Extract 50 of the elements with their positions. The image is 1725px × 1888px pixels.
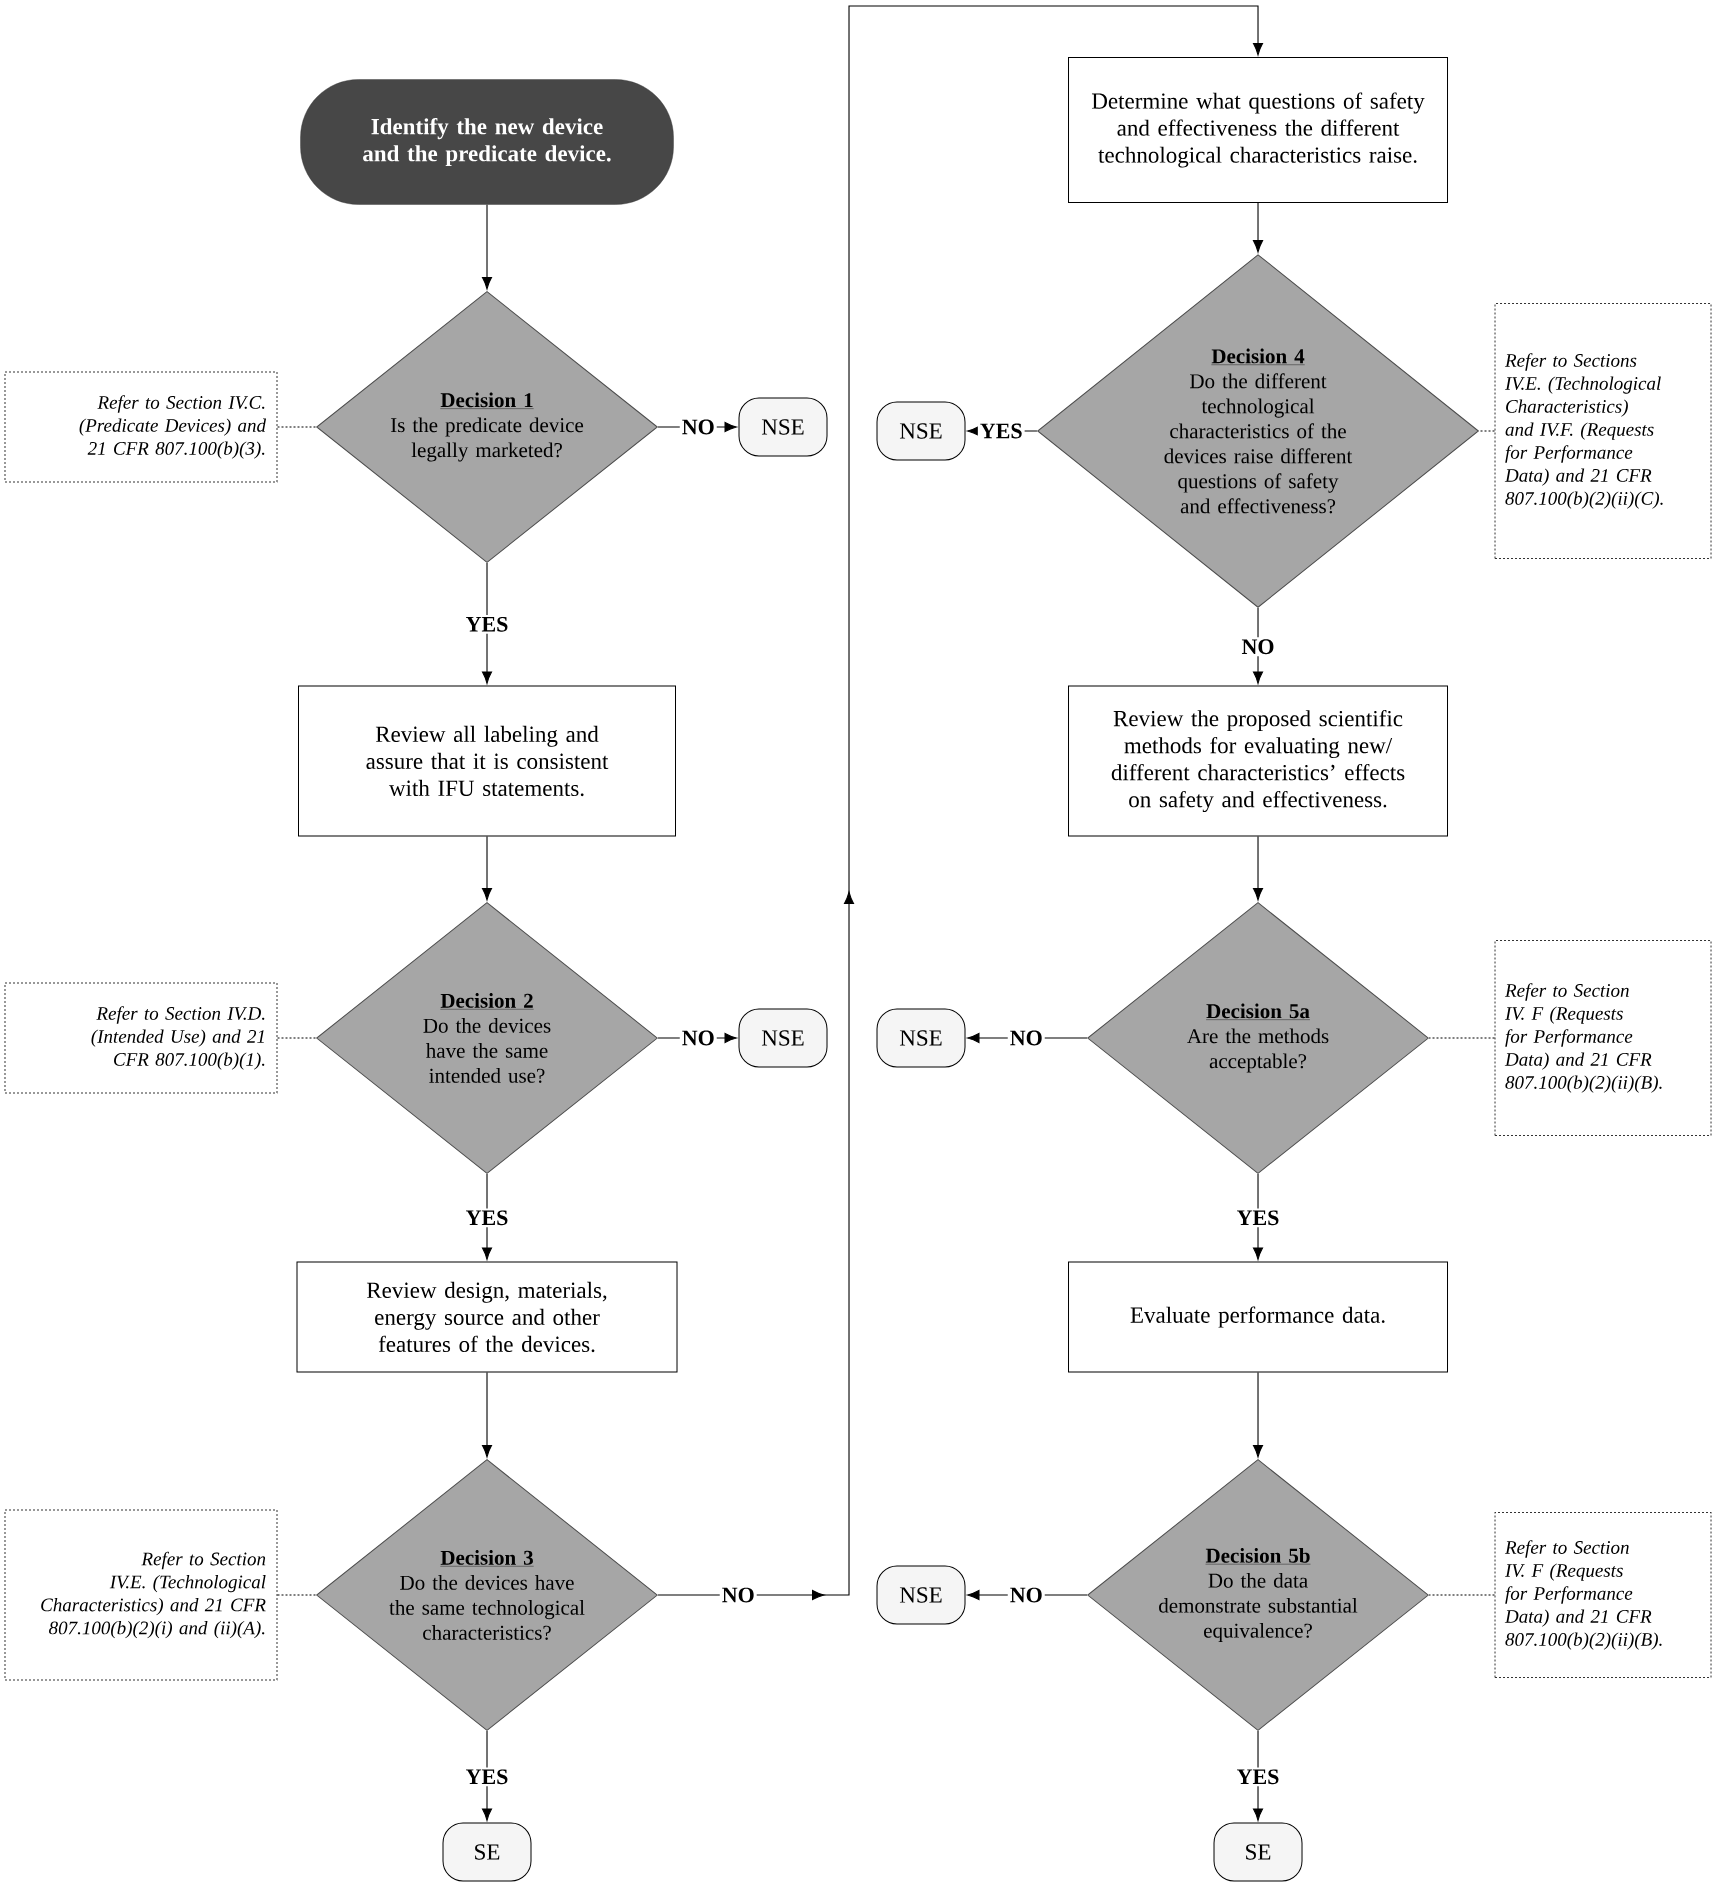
edge-label: NO [679, 1028, 717, 1048]
process-box: Determine what questions of safety and effectiveness the different technological characteristics raise. [1068, 57, 1448, 203]
arrow [481, 1730, 493, 1821]
end-terminal: NSE [876, 1008, 966, 1068]
arrow [1252, 1173, 1264, 1260]
leader-line [276, 426, 317, 428]
end-terminal: NSE [876, 401, 966, 461]
reference-note: Refer to Section IV.E. (Technological Characteristics) and 21 CFR 807.100(b)(2)(i) and (ii)(A). [4, 1509, 278, 1681]
process-box: Review all labeling and assure that it is consistent with IFU statements. [298, 685, 676, 837]
leader-line [1428, 1037, 1496, 1039]
reference-note: Refer to Sections IV.E. (Technological Characteristics) and IV.F. (Requests for Performance Data) and 21 CFR 807.100(b)(2)(ii)(C). [1494, 303, 1712, 559]
arrow [481, 204, 493, 290]
arrow [1252, 835, 1264, 901]
reference-note: Refer to Section IV.D. (Intended Use) and 21 CFR 807.100(b)(1). [4, 982, 278, 1094]
edge-label: NO [1007, 1028, 1045, 1048]
reference-note: Refer to Section IV.C. (Predicate Devices) and 21 CFR 807.100(b)(3). [4, 371, 278, 483]
edge-label: NO [719, 1585, 757, 1605]
edge-label: NO [1239, 637, 1277, 657]
reference-note: Refer to Section IV. F (Requests for Performance Data) and 21 CFR 807.100(b)(2)(ii)(B). [1494, 1512, 1712, 1678]
end-terminal: NSE [738, 397, 828, 457]
edge-label: NO [679, 417, 717, 437]
end-terminal: NSE [738, 1008, 828, 1068]
edge-label: YES [1234, 1208, 1282, 1228]
arrow [481, 1371, 493, 1458]
arrow [1252, 1371, 1264, 1458]
arrow [1252, 202, 1264, 253]
leader-line [276, 1594, 317, 1596]
process-box: Evaluate performance data. [1068, 1261, 1448, 1373]
end-terminal: SE [1213, 1822, 1303, 1882]
arrow [481, 835, 493, 901]
end-terminal: SE [442, 1822, 532, 1882]
edge-label: YES [977, 421, 1025, 441]
arrow [1252, 1730, 1264, 1821]
edge-label: NO [1007, 1585, 1045, 1605]
leader-line [1428, 1594, 1496, 1596]
arrow [481, 1173, 493, 1260]
process-box: Review design, materials, energy source and other features of the devices. [296, 1261, 678, 1373]
leader-line [1478, 430, 1496, 432]
arrow [657, 5, 1264, 1601]
edge-label: YES [1234, 1767, 1282, 1787]
arrow [1252, 607, 1264, 684]
edge-label: YES [463, 1767, 511, 1787]
edge-label: YES [463, 1208, 511, 1228]
reference-note: Refer to Section IV. F (Requests for Performance Data) and 21 CFR 807.100(b)(2)(ii)(B). [1494, 940, 1712, 1136]
start-terminal: Identify the new device and the predicate device. [300, 79, 674, 205]
edge-label: YES [463, 614, 511, 634]
leader-line [276, 1037, 317, 1039]
end-terminal: NSE [876, 1565, 966, 1625]
process-box: Review the proposed scientific methods for evaluating new/ different characteristics’ effects on safety and effectiveness. [1068, 685, 1448, 837]
arrow [481, 562, 493, 684]
